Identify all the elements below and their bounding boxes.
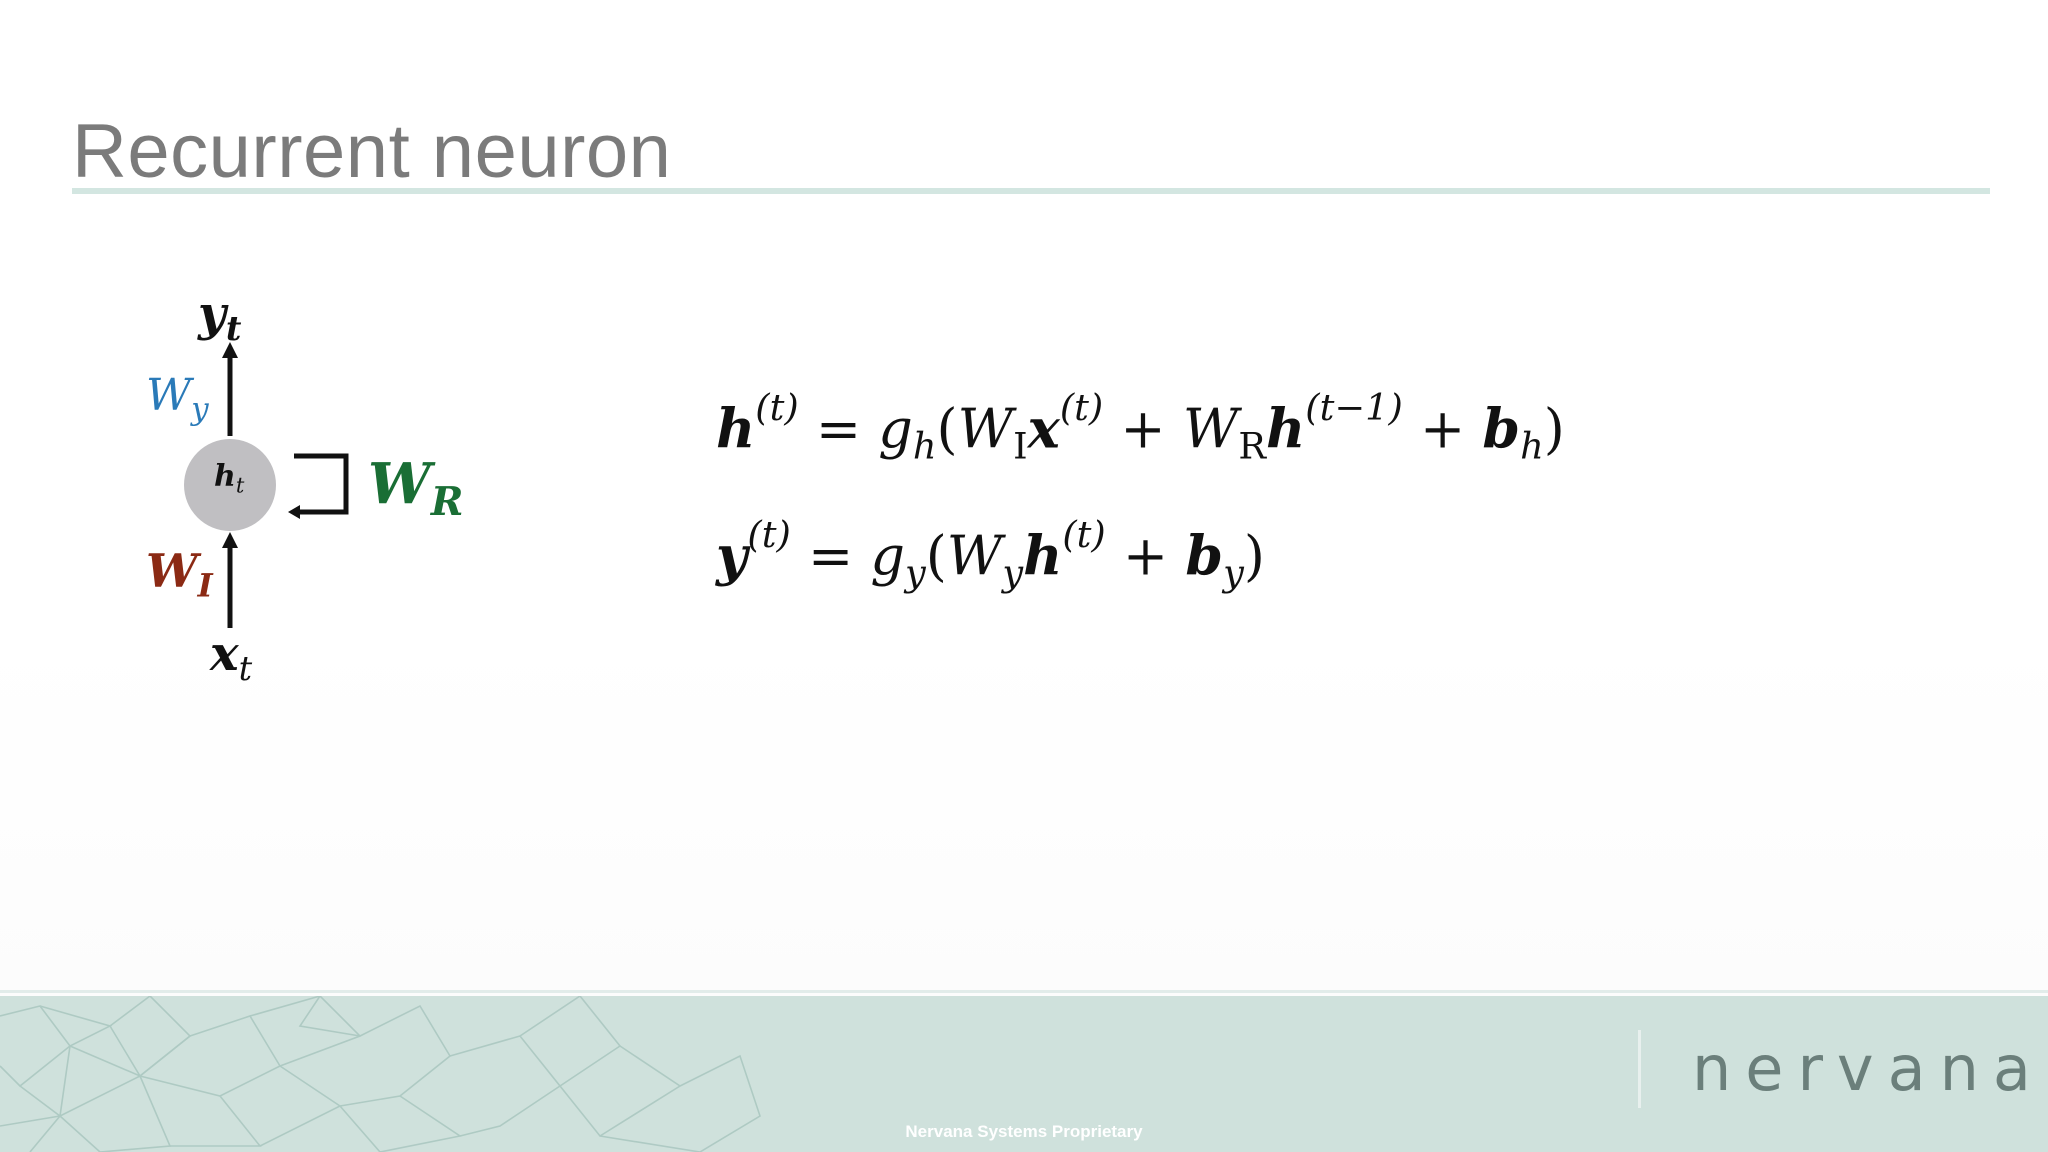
eq1-input-sup: (t): [1059, 386, 1104, 429]
equations: h(t) = gh(WIx(t) + WRh(t−1) + bh) y(t) =…: [716, 389, 1716, 645]
input-subscript: t: [238, 649, 253, 689]
nervana-logo: nervana: [1692, 1032, 2045, 1105]
slide-title: Recurrent neuron: [72, 109, 672, 194]
eq1-bias: b: [1482, 396, 1521, 461]
eq1-activation-sub: h: [912, 424, 937, 468]
network-pattern-decoration: [0, 996, 761, 1152]
eq2-bias-sub: y: [1223, 551, 1244, 595]
weight-input-label: WI: [146, 548, 213, 602]
eq2-close-paren: ): [1243, 524, 1265, 588]
weight-input-letter: W: [146, 544, 198, 598]
eq1-equals: =: [798, 397, 879, 461]
eq1-lhs-sup: (t): [755, 386, 799, 429]
eq1-plus-1: +: [1103, 397, 1183, 461]
output-label: yt: [198, 290, 241, 346]
recurrent-neuron-diagram: yt Wy ht WR WI xt: [130, 280, 490, 700]
title-underline: [72, 188, 1990, 194]
eq1-lhs: h: [716, 396, 756, 461]
diagram-graphics: [184, 342, 349, 628]
input-var: x: [210, 626, 239, 682]
output-equation: y(t) = gy(Wyh(t) + by): [716, 516, 1716, 595]
recurrent-loop: [294, 453, 349, 515]
hidden-state-equation: h(t) = gh(WIx(t) + WRh(t−1) + bh): [716, 389, 1716, 468]
footer: nervana Nervana Systems Proprietary: [0, 996, 2048, 1152]
eq2-hidden: h: [1023, 523, 1063, 588]
input-arrowhead: [222, 532, 238, 548]
eq2-plus: +: [1105, 524, 1186, 588]
eq2-lhs: y: [716, 523, 748, 588]
eq1-bias-sub: h: [1520, 424, 1544, 468]
footer-divider: [0, 990, 2048, 993]
input-label: xt: [210, 630, 252, 686]
eq2-output-weight: W: [946, 524, 1003, 588]
eq1-input-weight: W: [957, 397, 1014, 461]
eq1-prev-hidden: h: [1265, 396, 1306, 461]
weight-output-letter: W: [146, 370, 192, 421]
eq1-activation: g: [878, 397, 913, 461]
eq1-open-paren: (: [936, 397, 958, 461]
proprietary-notice: Nervana Systems Proprietary: [905, 1122, 1143, 1141]
eq1-recurrent-weight: W: [1182, 397, 1239, 461]
eq2-open-paren: (: [925, 524, 947, 588]
weight-recurrent-label: WR: [368, 456, 463, 522]
eq1-close-paren: ): [1543, 397, 1565, 461]
weight-output-subscript: y: [191, 391, 209, 428]
eq1-prev-hidden-sup: (t−1): [1305, 386, 1403, 429]
hidden-var: h: [214, 459, 236, 494]
eq1-input: x: [1027, 396, 1060, 461]
eq1-plus-2: +: [1402, 397, 1483, 461]
hidden-subscript: t: [235, 473, 245, 498]
eq1-input-weight-sub: I: [1013, 424, 1028, 468]
recurrent-arrowhead: [288, 505, 300, 519]
weight-recurrent-letter: W: [368, 451, 431, 517]
eq2-activation-sub: y: [904, 551, 926, 595]
eq2-activation: g: [870, 524, 905, 588]
eq2-output-weight-sub: y: [1002, 551, 1024, 595]
eq2-hidden-sup: (t): [1062, 513, 1106, 557]
output-subscript: t: [225, 308, 242, 349]
eq1-recurrent-weight-sub: R: [1238, 424, 1266, 468]
eq2-bias: b: [1185, 523, 1224, 588]
hidden-label: ht: [214, 462, 244, 496]
hidden-node: [184, 439, 276, 531]
weight-recurrent-subscript: R: [430, 478, 464, 525]
eq2-lhs-sup: (t): [747, 513, 791, 557]
output-var: y: [198, 286, 226, 342]
weight-output-label: Wy: [146, 374, 209, 425]
brand-separator: [1638, 1030, 1641, 1108]
output-arrowhead: [222, 342, 238, 358]
weight-input-subscript: I: [197, 566, 213, 605]
eq2-equals: =: [790, 524, 871, 588]
